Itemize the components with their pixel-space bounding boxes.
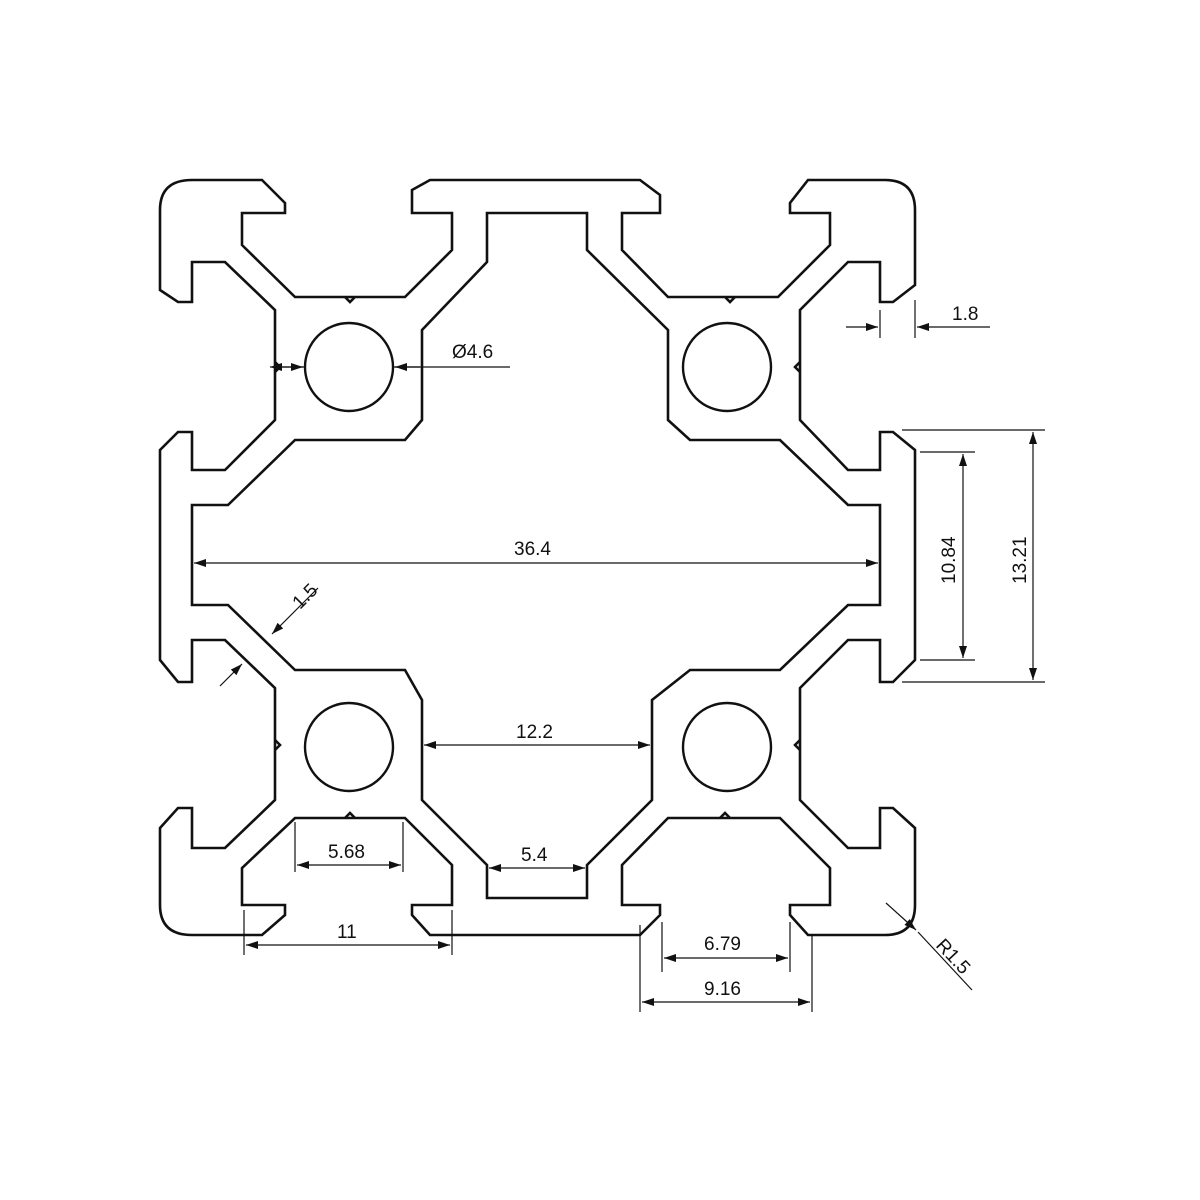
corner-top-left [158, 178, 917, 937]
dim-slot-916-label: 9.16 [704, 979, 741, 1000]
hole-bottom-left [303, 701, 395, 793]
dim-slot-916: 9.16 [639, 925, 813, 1012]
dim-radius-label: R1.5 [931, 935, 974, 979]
dim-slot-depth: 1.8 [846, 300, 990, 338]
dim-diameter-label: Ø4.6 [452, 342, 493, 363]
notch-top-right [724, 296, 736, 304]
dim-slot-568-label: 5.68 [328, 842, 365, 863]
hole-top-right [681, 321, 773, 413]
dim-slot-11: 11 [243, 910, 453, 955]
dim-slot-depth-label: 1.8 [952, 304, 978, 325]
notch-top-left [344, 296, 356, 304]
dim-height-1321-label: 13.21 [1010, 536, 1031, 584]
notch-right-top [793, 361, 801, 373]
dim-height-1084-label: 10.84 [939, 536, 960, 584]
dim-diameter: Ø4.6 [270, 342, 510, 371]
dim-height-1084: 10.84 [920, 451, 975, 661]
central-cavity [190, 211, 882, 900]
notch-right-bottom [793, 739, 801, 751]
dim-width-364-label: 36.4 [514, 539, 551, 560]
hole-bottom-right [681, 701, 773, 793]
notch-bottom-right [719, 811, 731, 819]
dim-slot-11-label: 11 [337, 922, 357, 943]
notch-left-bottom [274, 739, 282, 751]
dim-center-122-label: 12.2 [516, 722, 553, 743]
dim-slot-54-label: 5.4 [521, 845, 548, 866]
dim-height-1321: 13.21 [902, 429, 1045, 683]
dim-radius: R1.5 [885, 902, 974, 991]
dim-slot-679: 6.79 [661, 922, 791, 972]
dimensions: Ø4.6 1.8 36.4 1.5 10. [194, 300, 1045, 1012]
dim-center-122: 12.2 [424, 722, 650, 749]
dim-wall-label: 1.5 [289, 580, 323, 614]
dim-slot-679-label: 6.79 [704, 934, 741, 955]
dim-slot-54: 5.4 [489, 845, 585, 872]
dim-width-364: 36.4 [194, 539, 878, 567]
dim-slot-568: 5.68 [294, 822, 404, 872]
hole-top-left [303, 321, 395, 413]
notch-bottom-left [344, 811, 356, 819]
